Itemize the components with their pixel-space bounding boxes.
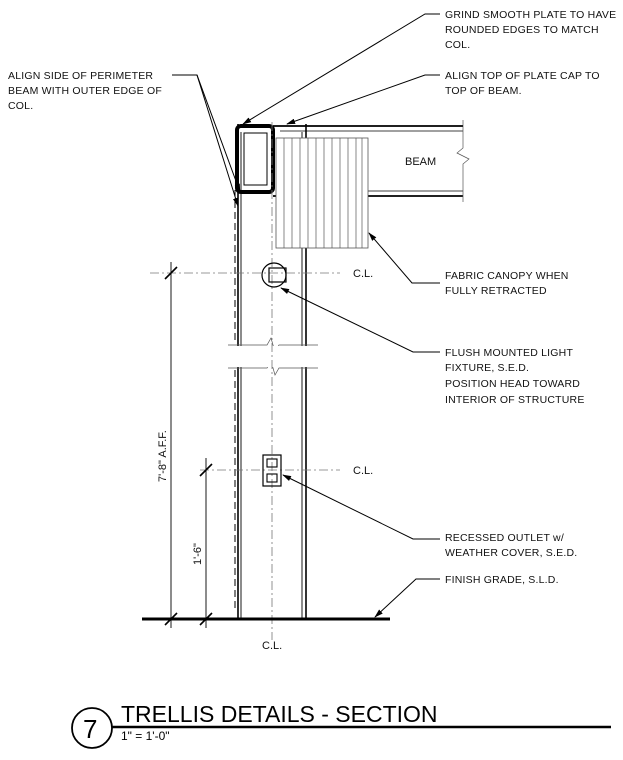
title-block: 7 TRELLIS DETAILS - SECTION 1" = 1'-0" xyxy=(71,701,611,749)
svg-text:TOP OF BEAM.: TOP OF BEAM. xyxy=(445,85,522,97)
svg-text:WEATHER COVER, S.E.D.: WEATHER COVER, S.E.D. xyxy=(445,547,577,559)
recessed-outlet-symbol xyxy=(262,454,282,487)
center-lines xyxy=(150,122,340,640)
note-light-fixture: FLUSH MOUNTED LIGHT FIXTURE, S.E.D. POSI… xyxy=(445,347,585,406)
svg-text:POSITION HEAD TOWARD: POSITION HEAD TOWARD xyxy=(445,378,580,390)
svg-text:BEAM WITH OUTER EDGE OF: BEAM WITH OUTER EDGE OF xyxy=(8,85,162,97)
svg-text:GRIND SMOOTH PLATE TO HAVE: GRIND SMOOTH PLATE TO HAVE xyxy=(445,9,616,21)
note-grind-plate: GRIND SMOOTH PLATE TO HAVE ROUNDED EDGES… xyxy=(445,9,616,51)
note-outlet: RECESSED OUTLET w/ WEATHER COVER, S.E.D. xyxy=(445,532,577,559)
beam-label: BEAM xyxy=(405,156,436,168)
light-fixture-symbol xyxy=(261,262,287,288)
svg-text:ROUNDED EDGES TO MATCH: ROUNDED EDGES TO MATCH xyxy=(445,24,599,36)
svg-text:FABRIC CANOPY WHEN: FABRIC CANOPY WHEN xyxy=(445,270,569,282)
dimension-lines xyxy=(164,262,213,628)
svg-text:ALIGN SIDE OF PERIMETER: ALIGN SIDE OF PERIMETER xyxy=(8,70,153,82)
svg-text:FINISH GRADE, S.L.D.: FINISH GRADE, S.L.D. xyxy=(445,574,559,586)
svg-text:FULLY RETRACTED: FULLY RETRACTED xyxy=(445,285,547,297)
svg-text:FIXTURE, S.E.D.: FIXTURE, S.E.D. xyxy=(445,362,529,374)
plate-cap xyxy=(235,124,275,194)
svg-text:ALIGN TOP OF PLATE CAP TO: ALIGN TOP OF PLATE CAP TO xyxy=(445,70,600,82)
drawing-title: TRELLIS DETAILS - SECTION xyxy=(121,701,438,727)
column-break-line xyxy=(228,337,318,353)
svg-text:COL.: COL. xyxy=(8,100,33,112)
svg-text:INTERIOR OF STRUCTURE: INTERIOR OF STRUCTURE xyxy=(445,394,585,406)
dimension-outlet-height: 1'-6" xyxy=(192,543,204,565)
note-finish-grade: FINISH GRADE, S.L.D. xyxy=(445,574,559,586)
note-align-side: ALIGN SIDE OF PERIMETER BEAM WITH OUTER … xyxy=(8,70,162,112)
note-align-top: ALIGN TOP OF PLATE CAP TO TOP OF BEAM. xyxy=(445,70,600,97)
centerline-light-label: C.L. xyxy=(353,268,373,280)
detail-number: 7 xyxy=(83,714,97,744)
note-fabric-canopy: FABRIC CANOPY WHEN FULLY RETRACTED xyxy=(445,270,569,297)
svg-text:COL.: COL. xyxy=(445,39,470,51)
drawing-scale: 1" = 1'-0" xyxy=(121,729,170,743)
svg-text:FLUSH MOUNTED LIGHT: FLUSH MOUNTED LIGHT xyxy=(445,347,573,359)
svg-text:RECESSED OUTLET w/: RECESSED OUTLET w/ xyxy=(445,532,564,544)
centerline-column-label: C.L. xyxy=(262,640,282,652)
centerline-outlet-label: C.L. xyxy=(353,465,373,477)
fabric-canopy xyxy=(273,125,463,249)
leader-lines xyxy=(172,13,440,618)
dimension-light-height: 7'-8" A.F.F. xyxy=(157,430,169,482)
